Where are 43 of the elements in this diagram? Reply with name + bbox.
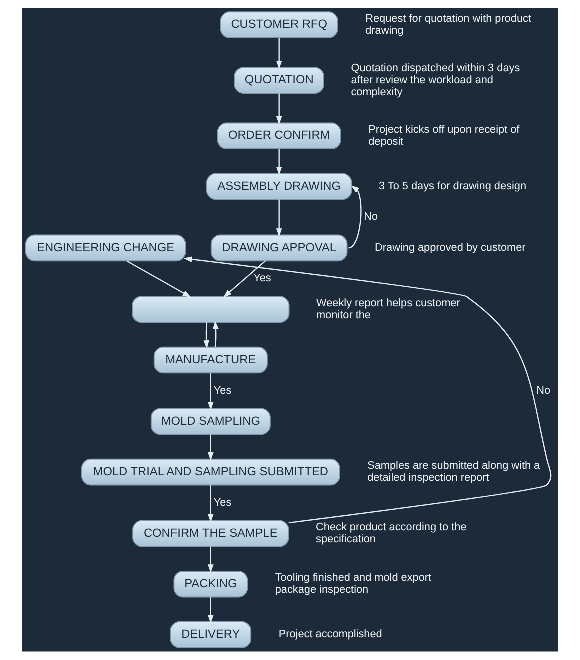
node-label: 3 To 5 days for drawing design — [379, 180, 527, 192]
node-box: DRAWING APPOVAL — [210, 234, 348, 262]
node-label: Samples are submitted along with a detailed inspection report — [368, 460, 540, 484]
node-label: Weekly report helps customer monitor the — [316, 297, 460, 322]
node-label: Check product according to the specification — [316, 522, 467, 546]
node-box: MOLD SAMPLING — [150, 408, 271, 436]
node-box: ORDER CONFIRM — [217, 122, 342, 150]
node-box: ASSEMBLY DRAWING — [206, 173, 352, 200]
node-box: ENGINEERING CHANGE — [25, 234, 186, 262]
node-label: Project kicks off upon receipt of deposit — [368, 124, 520, 148]
node-box: MANUFACTURE — [154, 346, 268, 374]
edge-label: Yes — [214, 384, 232, 397]
arrow — [276, 38, 282, 70]
arrow — [348, 186, 362, 249]
arrow — [184, 256, 552, 524]
edge-label: No — [364, 211, 378, 224]
node-box — [132, 296, 290, 324]
node-label: Quotation dispatched within 3 days after review the workload and complexity — [351, 62, 520, 98]
node-label: Request for quotation with product drawing — [366, 12, 532, 37]
node-box: QUOTATION — [234, 67, 324, 94]
arrow — [276, 200, 282, 237]
node-label: Tooling finished and mold export package inspection — [275, 572, 432, 596]
arrow — [208, 485, 214, 523]
edge-label: Yes — [214, 496, 232, 509]
arrow — [208, 373, 214, 411]
arrow — [208, 434, 214, 461]
node-box: CONFIRM THE SAMPLE — [132, 520, 290, 548]
arrow — [208, 597, 214, 624]
node-box: DELIVERY — [170, 622, 252, 648]
arrow — [208, 546, 214, 573]
arrow — [276, 149, 282, 176]
arrow — [213, 320, 219, 348]
arrow — [126, 260, 192, 298]
node-box: CUSTOMER RFQ — [220, 12, 338, 38]
node-label: Drawing approved by customer — [375, 242, 526, 254]
node-box: PACKING — [174, 570, 248, 598]
node-label: Project accomplished — [278, 628, 382, 641]
node-box: MOLD TRIAL AND SAMPLING SUBMITTED — [82, 458, 340, 486]
edge-label: Yes — [254, 272, 272, 285]
edge-label: No — [536, 384, 551, 397]
arrow — [223, 260, 266, 298]
arrow — [276, 94, 282, 125]
arrow — [204, 322, 210, 349]
